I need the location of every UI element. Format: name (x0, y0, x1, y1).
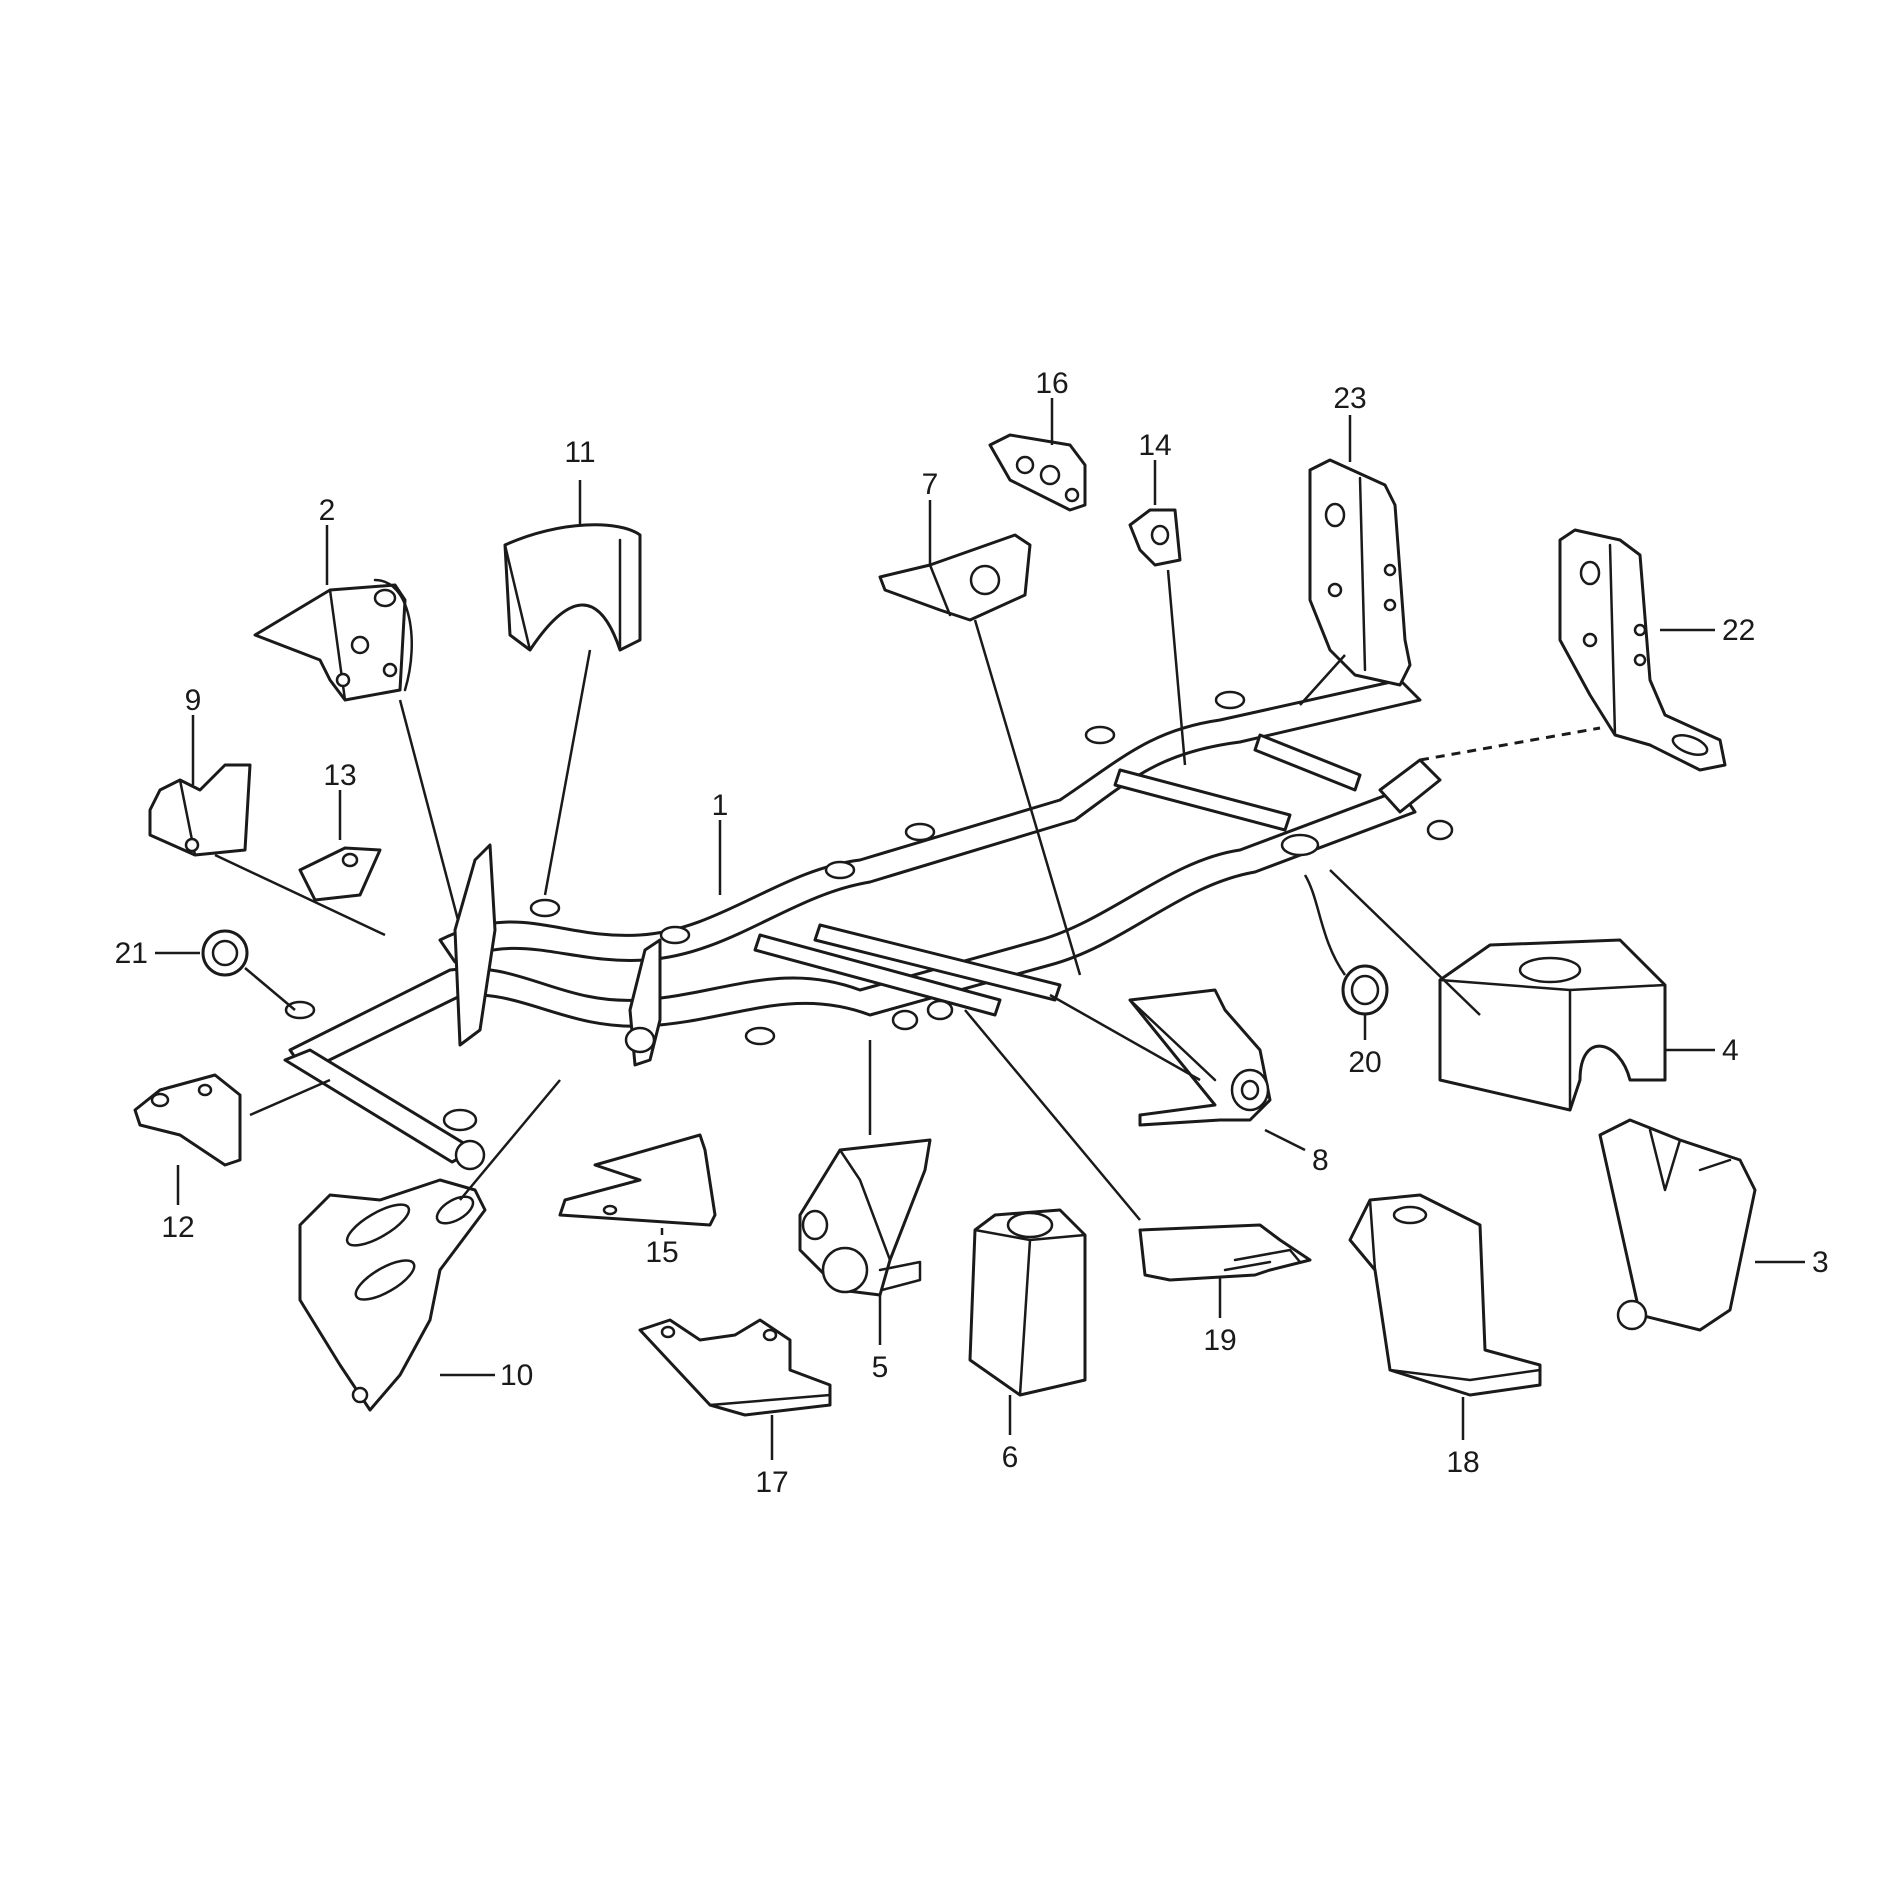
label-part-17: 17 (755, 1466, 788, 1499)
part-4-spring-seat (1438, 938, 1667, 1112)
label-part-10: 10 (500, 1359, 533, 1392)
frame-front-tube-end (454, 1139, 486, 1171)
label-part-22: 22 (1722, 614, 1755, 647)
label-part-20: 20 (1348, 1046, 1381, 1079)
part-21-bushing (201, 929, 249, 977)
part-19-bracket (1138, 1223, 1312, 1282)
frame-crossmember-rear (1378, 758, 1442, 814)
label-part-19: 19 (1203, 1324, 1236, 1357)
frame-tube-3 (1113, 768, 1292, 832)
frame-tube-4 (1253, 733, 1362, 792)
frame-extension-dashed (1419, 726, 1601, 762)
part-10-bracket (298, 1178, 487, 1412)
frame-pad (659, 925, 691, 945)
part-13-clip (298, 846, 382, 902)
part-14-clip (1128, 508, 1182, 567)
part-8-mount-bracket (1128, 988, 1272, 1127)
label-part-4: 4 (1722, 1034, 1739, 1067)
frame-crossmember-front (283, 1048, 477, 1164)
part-6-mount-block (968, 1208, 1087, 1397)
label-part-7: 7 (922, 468, 939, 501)
frame-front-tower (453, 843, 497, 1047)
part-20-bushing (1341, 964, 1389, 1016)
frame-pad (624, 1026, 656, 1054)
part-7-bracket (878, 533, 1032, 622)
label-part-15: 15 (645, 1236, 678, 1269)
part-15-plate (558, 1133, 717, 1227)
frame-pad (529, 898, 561, 918)
leader-lines (155, 398, 1805, 1460)
part-labels: 1 2 3 4 5 6 7 8 9 10 11 12 13 14 15 16 1… (115, 367, 1829, 1499)
label-part-18: 18 (1446, 1446, 1479, 1479)
frame-rear-tube-end (1426, 819, 1454, 841)
frame-pad (824, 860, 856, 880)
part-2-bracket (253, 578, 413, 702)
frame-tube-1 (753, 933, 1002, 1017)
label-part-16: 16 (1035, 367, 1068, 400)
label-part-6: 6 (1002, 1441, 1019, 1474)
part-11-strap (503, 523, 642, 652)
label-part-9: 9 (185, 684, 202, 717)
label-part-21: 21 (115, 937, 148, 970)
frame-pad (744, 1026, 776, 1046)
part-3-shackle (1598, 1118, 1757, 1332)
label-part-5: 5 (872, 1351, 889, 1384)
frame-pad (442, 1108, 478, 1132)
frame-pad (1280, 833, 1320, 857)
label-part-3: 3 (1812, 1246, 1829, 1279)
label-part-23: 23 (1333, 382, 1366, 415)
chassis-frame (283, 678, 1454, 1171)
part-5-engine-mount (798, 1138, 932, 1297)
part-9-bracket (148, 763, 252, 857)
label-part-14: 14 (1138, 429, 1171, 462)
label-part-13: 13 (323, 759, 356, 792)
part-22-hanger (1558, 528, 1727, 772)
label-part-11: 11 (564, 436, 595, 469)
frame-hole (891, 1009, 919, 1031)
part-18-bracket (1348, 1193, 1542, 1397)
frame-pad (1084, 725, 1116, 745)
label-part-1: 1 (712, 789, 729, 822)
part-16-plate (988, 433, 1087, 512)
frame-pad (1214, 690, 1246, 710)
label-part-8: 8 (1312, 1144, 1329, 1177)
frame-tube-2 (813, 923, 1062, 1002)
label-part-2: 2 (319, 494, 336, 527)
frame-pad (904, 822, 936, 842)
frame-pad (284, 1000, 316, 1020)
part-17-plate (638, 1318, 832, 1417)
frame-hole (926, 999, 954, 1021)
part-12-bracket (133, 1073, 242, 1167)
part-23-hanger (1308, 458, 1412, 687)
label-part-12: 12 (161, 1211, 194, 1244)
